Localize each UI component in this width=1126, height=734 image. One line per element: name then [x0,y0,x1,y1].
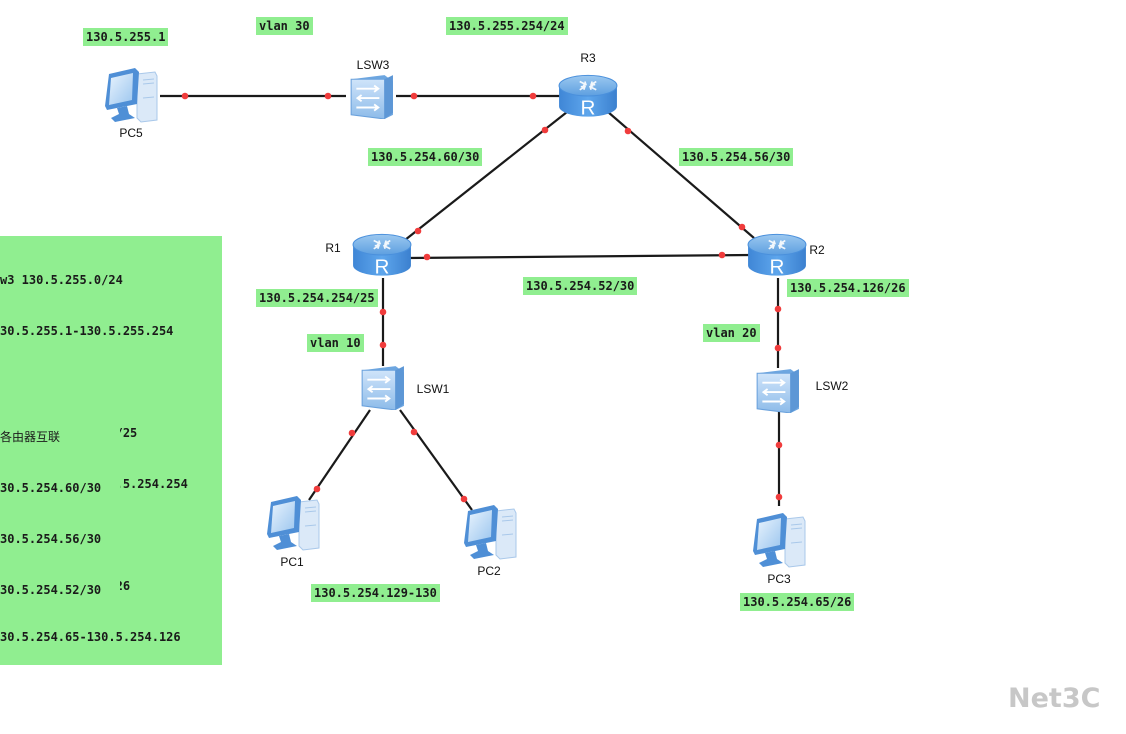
port-dot[interactable] [181,92,189,100]
device-label-lsw1: LSW1 [416,382,450,396]
switch-icon-lsw3[interactable] [350,74,394,119]
switch-icon-lsw2[interactable] [756,368,800,413]
pc-icon-pc2[interactable] [463,504,517,560]
note-line: 30.5.254.52/30 [0,583,102,597]
note-router-interconnect: 各由器互联 30.5.254.60/30 30.5.254.56/30 30.5… [0,393,120,618]
pc-icon-pc5[interactable] [104,67,158,123]
label-pc1-pc2-ip: 130.5.254.129-130 [311,584,440,602]
port-dot[interactable] [738,223,746,231]
link-lsw1-pc2[interactable] [399,409,473,511]
link-r3-r2[interactable] [607,111,755,239]
pc-icon-pc3[interactable] [752,512,806,568]
port-dot[interactable] [624,127,632,135]
link-r3-r1[interactable] [404,111,568,241]
label-vlan10: vlan 10 [307,334,364,352]
switch-icon-lsw1[interactable] [361,365,405,410]
port-dot[interactable] [774,305,782,313]
watermark-logo: Net3C [1008,683,1101,714]
router-icon-r2[interactable] [747,233,807,278]
note-line: 30.5.255.1-130.5.255.254 [0,324,174,338]
links-layer [160,94,781,511]
device-label-r3: R3 [580,51,596,65]
router-icon-r1[interactable] [352,233,412,278]
note-line [0,374,218,391]
label-vlan30: vlan 30 [256,17,313,35]
port-dot[interactable] [414,227,422,235]
note-line: 30.5.254.60/30 [0,481,102,495]
link-lsw1-pc1[interactable] [308,409,371,501]
label-r1-lan: 130.5.254.254/25 [256,289,378,307]
label-pc3-ip: 130.5.254.65/26 [740,593,855,611]
label-r3-r2-link: 130.5.254.56/30 [679,148,794,166]
port-dot[interactable] [379,341,387,349]
port-dot[interactable] [410,92,418,100]
label-r1-r2-link: 130.5.254.52/30 [523,277,638,295]
port-dot[interactable] [313,485,321,493]
port-dot[interactable] [775,441,783,449]
port-dot[interactable] [775,493,783,501]
port-dot[interactable] [410,428,418,436]
label-r3-r1-link: 130.5.254.60/30 [368,148,483,166]
port-dot[interactable] [774,344,782,352]
port-dot[interactable] [348,429,356,437]
device-label-pc2: PC2 [477,564,501,578]
device-label-pc5: PC5 [119,126,143,140]
label-pc5-ip: 130.5.255.1 [83,28,169,46]
note-line: w3 130.5.255.0/24 [0,273,123,287]
port-dot[interactable] [379,308,387,316]
port-dot[interactable] [460,495,468,503]
port-dot[interactable] [324,92,332,100]
device-label-lsw3: LSW3 [356,58,390,72]
note-line: 30.5.254.56/30 [0,532,102,546]
port-dot[interactable] [541,126,549,134]
pc-icon-pc1[interactable] [266,495,320,551]
note-heading: 各由器互联 [0,430,61,444]
port-dot[interactable] [718,251,726,259]
port-dot[interactable] [423,253,431,261]
device-label-r2: R2 [809,243,825,257]
link-r1-r2[interactable] [407,253,753,260]
device-label-lsw2: LSW2 [815,379,849,393]
device-label-r1: R1 [325,241,341,255]
note-line: 30.5.254.65-130.5.254.126 [0,630,181,644]
router-icon-r3[interactable] [558,74,618,119]
label-r2-lan: 130.5.254.126/26 [787,279,909,297]
label-r3-lan: 130.5.255.254/24 [446,17,568,35]
device-label-pc3: PC3 [767,572,791,586]
port-dot[interactable] [529,92,537,100]
port-dots-layer [181,92,783,503]
label-vlan20: vlan 20 [703,324,760,342]
device-label-pc1: PC1 [280,555,304,569]
